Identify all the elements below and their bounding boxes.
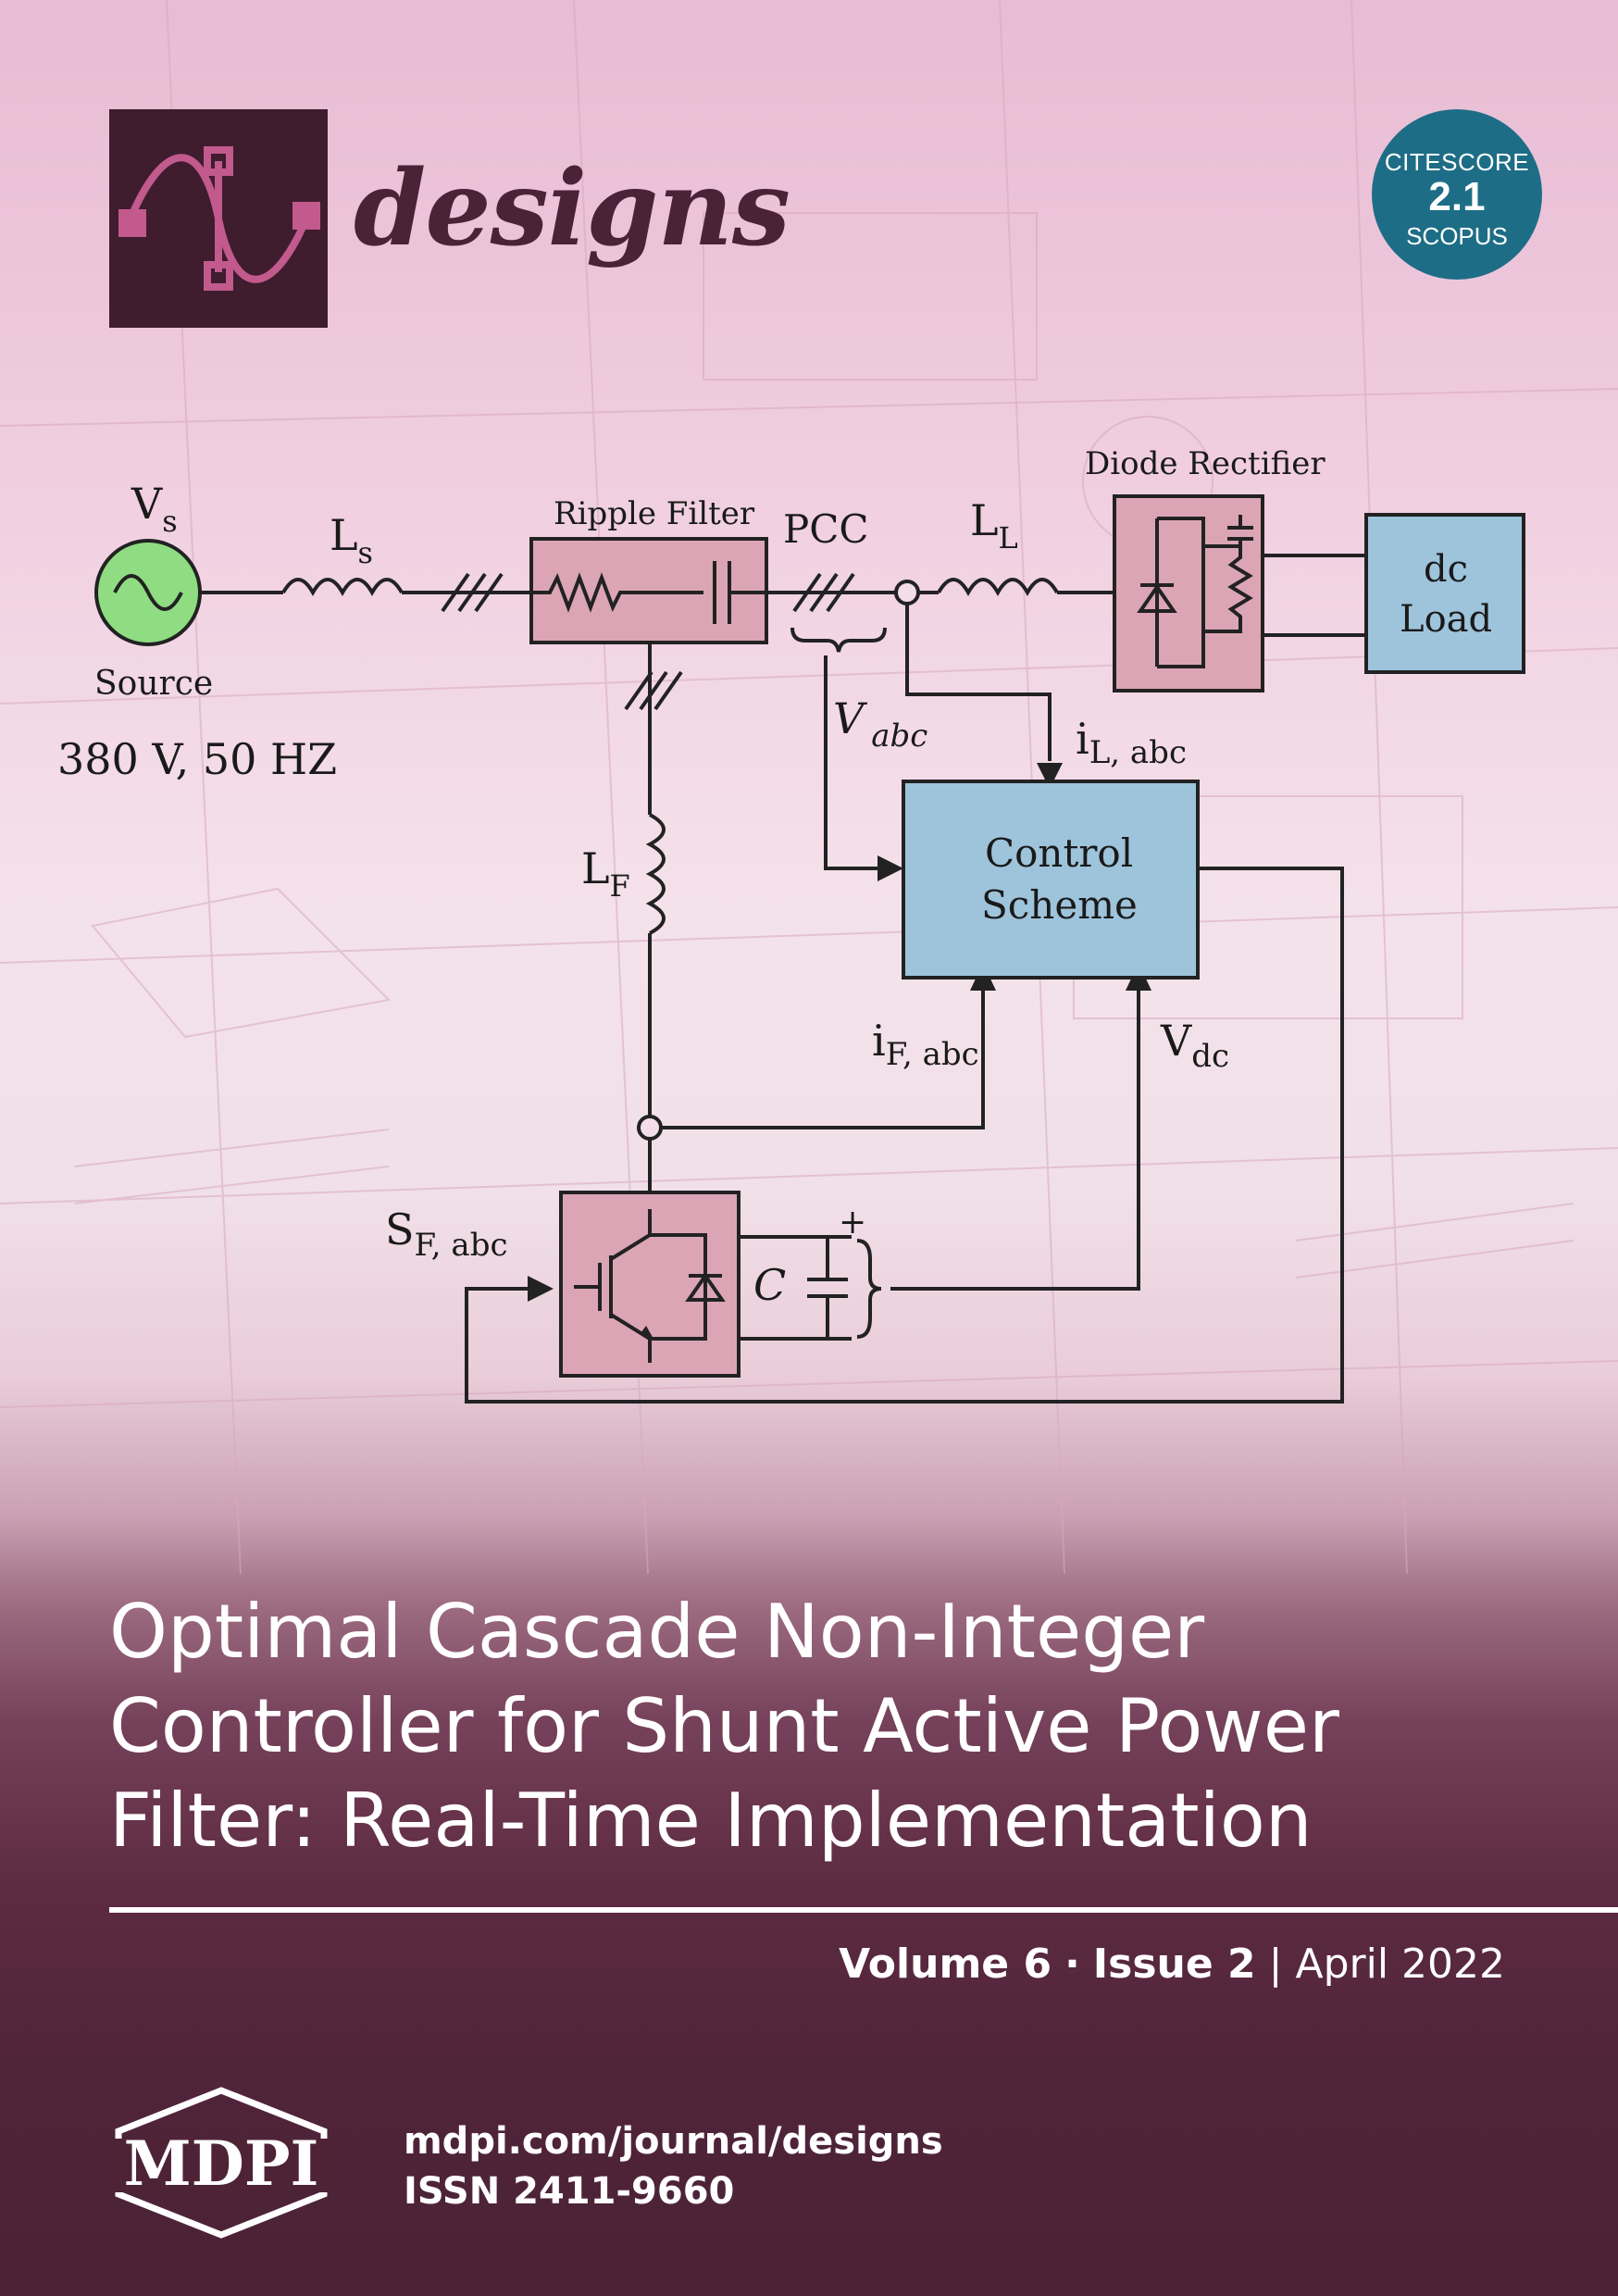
issue-separator: · [1064,1940,1080,1988]
lf-symbol: L [581,843,610,893]
vabc-symbol: V [833,693,868,743]
ls-inductor [281,578,404,597]
svg-text:Ls: Ls [330,510,373,570]
lf-inductor [645,813,666,935]
pcc-label: PCC [783,506,869,552]
journal-name: designs [354,148,790,269]
volume-label: Volume 6 [839,1940,1052,1988]
control-label-line1: Control [985,830,1133,876]
journal-logo [109,109,328,328]
ls-symbol: L [330,510,358,560]
date-separator: | [1268,1940,1283,1988]
source-rating: 380 V, 50 HZ [57,734,337,784]
vdc-subscript: dc [1191,1038,1229,1075]
il-subscript: L, abc [1089,734,1187,771]
article-title: Optimal Cascade Non-Integer Controller f… [109,1585,1553,1868]
control-scheme-box [902,780,1200,980]
issn: ISSN 2411-9660 [404,2170,735,2213]
title-divider [109,1907,1618,1913]
capacitor-plus: + [839,1204,866,1242]
sf-symbol: S [385,1204,415,1254]
svg-text:Vs: Vs [131,479,178,539]
three-phase-mark-3 [624,670,683,711]
filter-node [637,1115,663,1141]
lf-subscript: F [610,868,630,904]
ll-subscript: L [999,520,1018,555]
if-subscript: F, abc [886,1036,979,1073]
ll-symbol: L [970,495,999,545]
ripple-filter-label: Ripple Filter [554,495,755,532]
pcc-node [894,580,920,605]
load-label-line1: dc [1424,548,1468,591]
svg-text:iF, abc: iF, abc [872,1016,979,1073]
three-phase-mark-2 [792,572,855,613]
control-label-line2: Scheme [981,882,1138,928]
circuit-diagram: Vs Source 380 V, 50 HZ Ls Ripple Filter … [57,445,1525,1404]
capacitor-label: C [753,1260,786,1310]
vs-symbol: V [131,479,163,529]
badge-label: CITESCORE [1384,148,1530,176]
issue-number: Issue 2 [1092,1940,1256,1988]
source-label: Source [94,665,213,703]
vs-subscript: s [162,504,177,539]
title-line-3: Filter: Real-Time Implementation [109,1778,1313,1864]
mdpi-logo: MDPI [106,2087,337,2239]
svg-text:Vdc: Vdc [1160,1016,1229,1075]
citescore-badge: CITESCORE 2.1 SCOPUS [1372,109,1542,280]
badge-score: 2.1 [1428,174,1486,219]
svg-text:LF: LF [581,843,630,904]
three-phase-mark-1 [441,572,504,613]
vabc-subscript: abc [871,718,927,755]
curve-logo-icon [118,146,320,291]
ls-subscript: s [358,535,373,570]
diode-rectifier-label: Diode Rectifier [1085,445,1326,482]
il-symbol: i [1076,714,1089,764]
load-label-line2: Load [1400,598,1492,641]
svg-text:iL, abc: iL, abc [1076,714,1187,771]
vdc-symbol: V [1160,1016,1192,1066]
title-line-2: Controller for Shunt Active Power [109,1683,1339,1769]
journal-url[interactable]: mdpi.com/journal/designs [404,2120,943,2163]
if-symbol: i [872,1016,886,1066]
title-line-1: Optimal Cascade Non-Integer [109,1589,1205,1675]
issue-date: April 2022 [1295,1940,1505,1988]
issue-info: Volume 6 · Issue 2 | April 2022 [839,1940,1505,1988]
sf-subscript: F, abc [415,1227,508,1264]
footer-info: mdpi.com/journal/designs ISSN 2411-9660 [404,2116,943,2216]
svg-text:SF, abc: SF, abc [385,1204,508,1264]
publisher-name: MDPI [124,2128,319,2200]
dc-load-box [1364,513,1525,674]
svg-text:LL: LL [970,495,1018,555]
badge-source: SCOPUS [1406,222,1508,250]
ll-inductor [937,578,1059,597]
